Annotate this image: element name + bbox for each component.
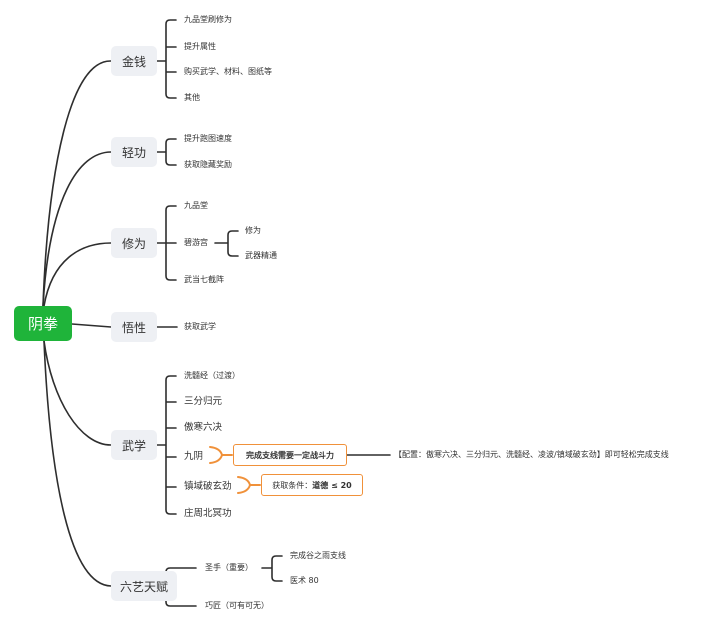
leaf-qinggong-2: 获取隐藏奖励 — [184, 160, 232, 169]
qinggong-bracket — [156, 138, 177, 166]
zhenyu-note-prefix: 获取条件： — [272, 480, 313, 490]
leaf-money-4: 其他 — [184, 93, 200, 102]
shengshou-bracket — [261, 555, 283, 582]
leaf-xiuwei-3: 武当七截阵 — [184, 275, 224, 284]
branch-money[interactable]: 金钱 — [111, 46, 157, 76]
leaf-biyou-1: 修为 — [245, 226, 261, 235]
leaf-wuxue-5: 镇域破玄劲 — [184, 481, 232, 492]
xiuwei-bracket — [156, 205, 177, 281]
leaf-xiuwei-1: 九品堂 — [184, 201, 208, 210]
biyou-bracket — [214, 230, 239, 257]
leaf-liuyi-2: 巧匠（可有可无） — [205, 601, 269, 610]
root-connector-wuxing — [71, 323, 112, 328]
root-connector-liuyi — [43, 340, 112, 587]
leaf-liuyi-1: 圣手（重要） — [205, 563, 253, 572]
zhenyu-note-value: 道德 ≤ 20 — [312, 480, 352, 490]
zhenyu-brace-icon — [237, 476, 261, 494]
leaf-xiuwei-2: 碧游宫 — [184, 238, 208, 247]
jiuyin-brace-icon — [209, 446, 233, 464]
wuxue-bracket — [156, 375, 177, 515]
leaf-wuxue-6: 庄周北冥功 — [184, 508, 232, 519]
root-connector-wuxue — [43, 340, 112, 446]
root-node[interactable]: 阴拳 — [14, 306, 72, 341]
leaf-qinggong-1: 提升跑图速度 — [184, 134, 232, 143]
leaf-shengshou-1: 完成谷之雨支线 — [290, 551, 346, 560]
root-connector-xiuwei — [43, 242, 112, 307]
leaf-wuxue-3: 傲寒六决 — [184, 422, 223, 433]
branch-qinggong[interactable]: 轻功 — [111, 137, 157, 167]
leaf-shengshou-2: 医术 80 — [290, 576, 319, 585]
leaf-biyou-2: 武器精通 — [245, 251, 277, 260]
branch-xiuwei[interactable]: 修为 — [111, 228, 157, 258]
leaf-money-1: 九品堂刷修为 — [184, 15, 232, 24]
money-bracket — [156, 19, 177, 99]
root-connector-money — [42, 60, 112, 307]
leaf-wuxing-1: 获取武学 — [184, 322, 216, 331]
leaf-wuxue-4: 九阴 — [184, 451, 204, 462]
branch-liuyi[interactable]: 六艺天赋 — [111, 571, 177, 601]
zhenyu-note-box[interactable]: 获取条件： 道德 ≤ 20 — [261, 474, 363, 496]
leaf-money-3: 购买武学、材料、图纸等 — [184, 67, 272, 76]
jiuyin-note-box[interactable]: 完成支线需要一定战斗力 — [233, 444, 347, 466]
branch-wuxing[interactable]: 悟性 — [111, 312, 157, 342]
leaf-money-2: 提升属性 — [184, 42, 216, 51]
leaf-wuxue-1: 洗髓经（过渡） — [184, 371, 240, 380]
jiuyin-detail-text: 【配置：傲寒六决、三分归元、洗髓经、凌波/镇域破玄劲】即可轻松完成支线 — [394, 450, 669, 459]
leaf-wuxue-2: 三分归元 — [184, 396, 223, 407]
branch-wuxue[interactable]: 武学 — [111, 430, 157, 460]
root-connector-qinggong — [42, 151, 112, 307]
